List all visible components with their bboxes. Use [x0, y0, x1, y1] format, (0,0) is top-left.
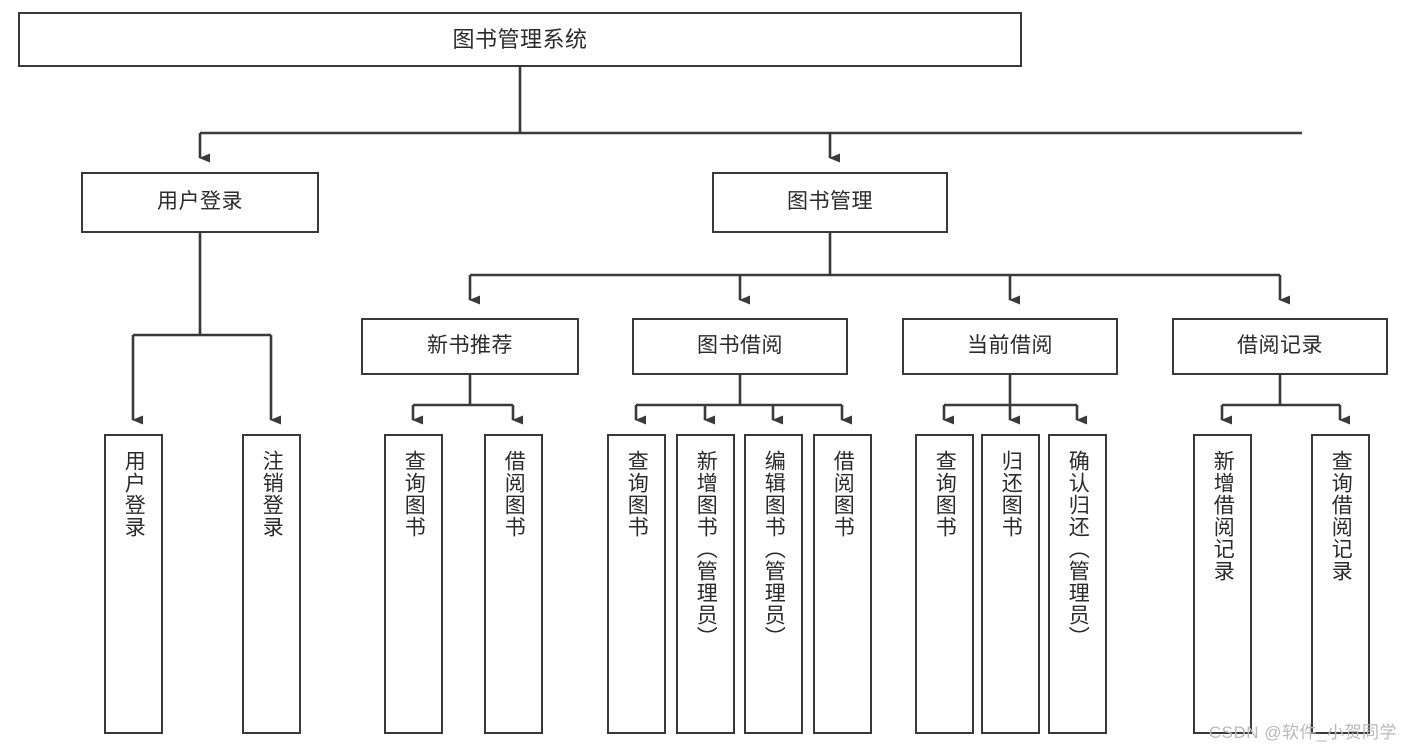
leaf-current-query-book[interactable]: 查询图书 — [915, 434, 974, 734]
node-label: 查询图书 — [402, 450, 426, 538]
leaf-borrow-query-book[interactable]: 查询图书 — [607, 434, 666, 734]
node-label: 新增图书（管理员） — [694, 450, 718, 648]
leaf-recommend-query-book[interactable]: 查询图书 — [384, 434, 443, 734]
node-label: 借阅图书 — [831, 450, 855, 538]
leaf-recommend-borrow-book[interactable]: 借阅图书 — [484, 434, 543, 734]
node-label: 用户登录 — [122, 450, 146, 538]
node-book-borrow[interactable]: 图书借阅 — [632, 318, 848, 375]
leaf-user-login-signout[interactable]: 注销登录 — [242, 434, 301, 734]
node-label: 注销登录 — [260, 450, 284, 538]
node-label: 新书推荐 — [427, 334, 513, 358]
node-label: 确认归还（管理员） — [1066, 450, 1090, 648]
node-label: 查询借阅记录 — [1329, 450, 1353, 582]
node-current-borrow[interactable]: 当前借阅 — [902, 318, 1118, 375]
leaf-user-login-signin[interactable]: 用户登录 — [104, 434, 163, 734]
node-book-management[interactable]: 图书管理 — [712, 172, 948, 233]
leaf-borrow-add-book-admin[interactable]: 新增图书（管理员） — [676, 434, 735, 734]
leaf-current-return-book[interactable]: 归还图书 — [981, 434, 1040, 734]
leaf-record-query-record[interactable]: 查询借阅记录 — [1311, 434, 1370, 734]
node-user-login[interactable]: 用户登录 — [81, 172, 319, 233]
node-label: 图书管理系统 — [452, 26, 588, 52]
node-label: 查询图书 — [933, 450, 957, 538]
node-label: 图书借阅 — [697, 334, 783, 358]
node-new-book-recommend[interactable]: 新书推荐 — [361, 318, 579, 375]
node-label: 查询图书 — [625, 450, 649, 538]
leaf-borrow-edit-book-admin[interactable]: 编辑图书（管理员） — [744, 434, 803, 734]
node-label: 归还图书 — [999, 450, 1023, 538]
leaf-current-confirm-return-admin[interactable]: 确认归还（管理员） — [1048, 434, 1107, 734]
node-label: 借阅图书 — [502, 450, 526, 538]
node-label: 当前借阅 — [967, 334, 1053, 358]
leaf-borrow-borrow-book[interactable]: 借阅图书 — [813, 434, 872, 734]
node-label: 图书管理 — [787, 190, 873, 214]
node-label: 新增借阅记录 — [1211, 450, 1235, 582]
node-root-system[interactable]: 图书管理系统 — [18, 12, 1022, 67]
node-label: 用户登录 — [157, 190, 243, 214]
node-label: 借阅记录 — [1237, 334, 1323, 358]
node-label: 编辑图书（管理员） — [762, 450, 786, 648]
node-borrow-record[interactable]: 借阅记录 — [1172, 318, 1388, 375]
leaf-record-add-record[interactable]: 新增借阅记录 — [1193, 434, 1252, 734]
